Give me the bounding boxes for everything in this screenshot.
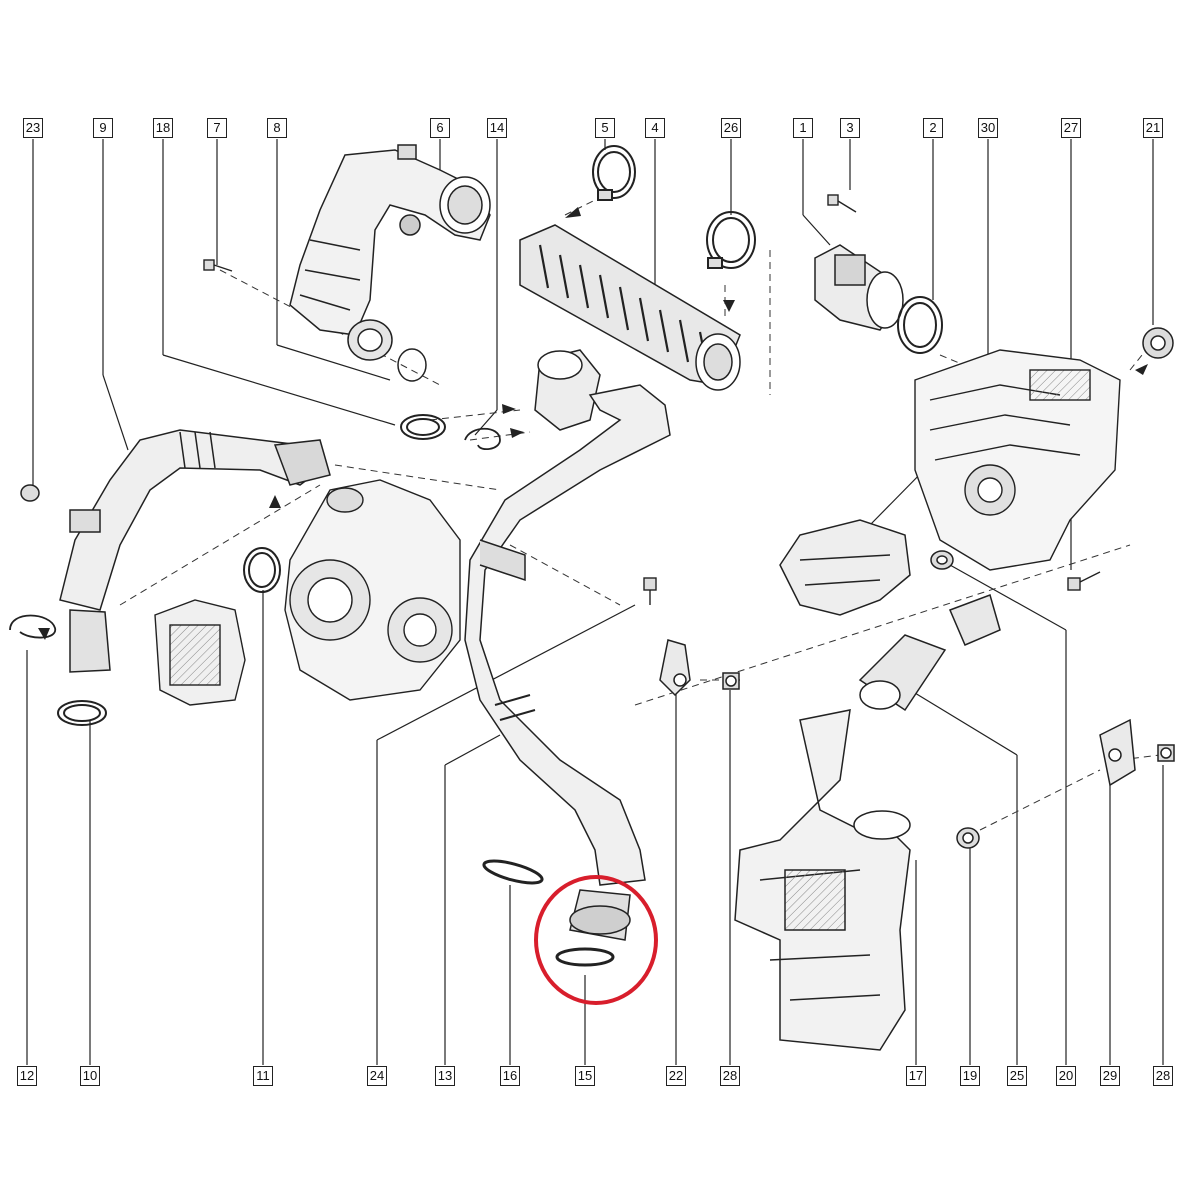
part-label-top-6: 6 — [430, 118, 450, 138]
part-label-bottom-13: 13 — [435, 1066, 455, 1086]
part-label-top-5: 5 — [595, 118, 615, 138]
bolt-24 — [643, 577, 657, 605]
part-label-top-8: 8 — [267, 118, 287, 138]
bracket-29 — [1099, 718, 1136, 787]
throttle-body — [154, 599, 246, 706]
air-box-17 — [734, 709, 911, 1051]
part-label-bottom-19: 19 — [960, 1066, 980, 1086]
part-label-bottom-22: 22 — [666, 1066, 686, 1086]
part-label-bottom-20: 20 — [1056, 1066, 1076, 1086]
highlight-circle — [534, 875, 658, 1005]
gasket-18 — [400, 414, 446, 440]
air-flow-meter — [814, 244, 904, 331]
part-label-top-7: 7 — [207, 118, 227, 138]
o-ring-10 — [57, 700, 107, 726]
bottom-leader-lines — [26, 564, 1164, 1065]
coupling-25 — [858, 594, 1001, 712]
part-label-top-27: 27 — [1061, 118, 1081, 138]
part-label-bottom-15: 15 — [575, 1066, 595, 1086]
assembly-arrows — [38, 207, 1148, 640]
spring-clip-12 — [9, 614, 56, 639]
part-label-top-3: 3 — [840, 118, 860, 138]
engine-block — [914, 349, 1121, 571]
nut-28 — [722, 672, 740, 690]
intake-pipe-left — [59, 429, 331, 673]
part-label-bottom-28: 28 — [1153, 1066, 1173, 1086]
part-label-bottom-25: 25 — [1007, 1066, 1027, 1086]
hose-end-15 — [555, 889, 631, 967]
clip-14 — [464, 427, 501, 451]
part-label-top-2: 2 — [923, 118, 943, 138]
part-label-bottom-12: 12 — [17, 1066, 37, 1086]
washer-20 — [930, 550, 954, 570]
turbocharger — [284, 479, 461, 701]
hose-clamps — [592, 145, 756, 269]
part-label-bottom-28: 28 — [720, 1066, 740, 1086]
bracket-22 — [659, 639, 691, 697]
screw-3 — [827, 194, 857, 213]
gasket-16 — [482, 859, 544, 885]
nut-28-right — [1157, 744, 1175, 762]
part-label-top-1: 1 — [793, 118, 813, 138]
part-label-top-26: 26 — [721, 118, 741, 138]
bolt-7 — [203, 259, 233, 272]
part-label-top-18: 18 — [153, 118, 173, 138]
plug-21 — [1142, 327, 1174, 359]
intake-elbow-housing — [289, 144, 491, 336]
part-label-bottom-16: 16 — [500, 1066, 520, 1086]
bolt-27 — [1067, 571, 1101, 591]
part-label-bottom-10: 10 — [80, 1066, 100, 1086]
part-label-top-9: 9 — [93, 118, 113, 138]
part-label-bottom-29: 29 — [1100, 1066, 1120, 1086]
part-label-bottom-11: 11 — [253, 1066, 273, 1086]
part-label-top-23: 23 — [23, 118, 43, 138]
clip-23 — [20, 484, 101, 533]
flange-gasket — [347, 319, 427, 382]
clamp-11 — [243, 547, 281, 593]
corrugated-air-hose — [519, 224, 741, 391]
part-label-top-30: 30 — [978, 118, 998, 138]
part-label-top-4: 4 — [645, 118, 665, 138]
engine-cover-30 — [779, 519, 911, 616]
top-leader-lines — [32, 139, 1154, 570]
part-label-top-21: 21 — [1143, 118, 1163, 138]
outlet-elbow — [534, 349, 601, 431]
part-label-bottom-24: 24 — [367, 1066, 387, 1086]
o-ring-2 — [897, 296, 943, 354]
part-label-bottom-17: 17 — [906, 1066, 926, 1086]
part-label-top-14: 14 — [487, 118, 507, 138]
long-air-hose — [464, 384, 671, 886]
grommet-19 — [956, 827, 980, 849]
